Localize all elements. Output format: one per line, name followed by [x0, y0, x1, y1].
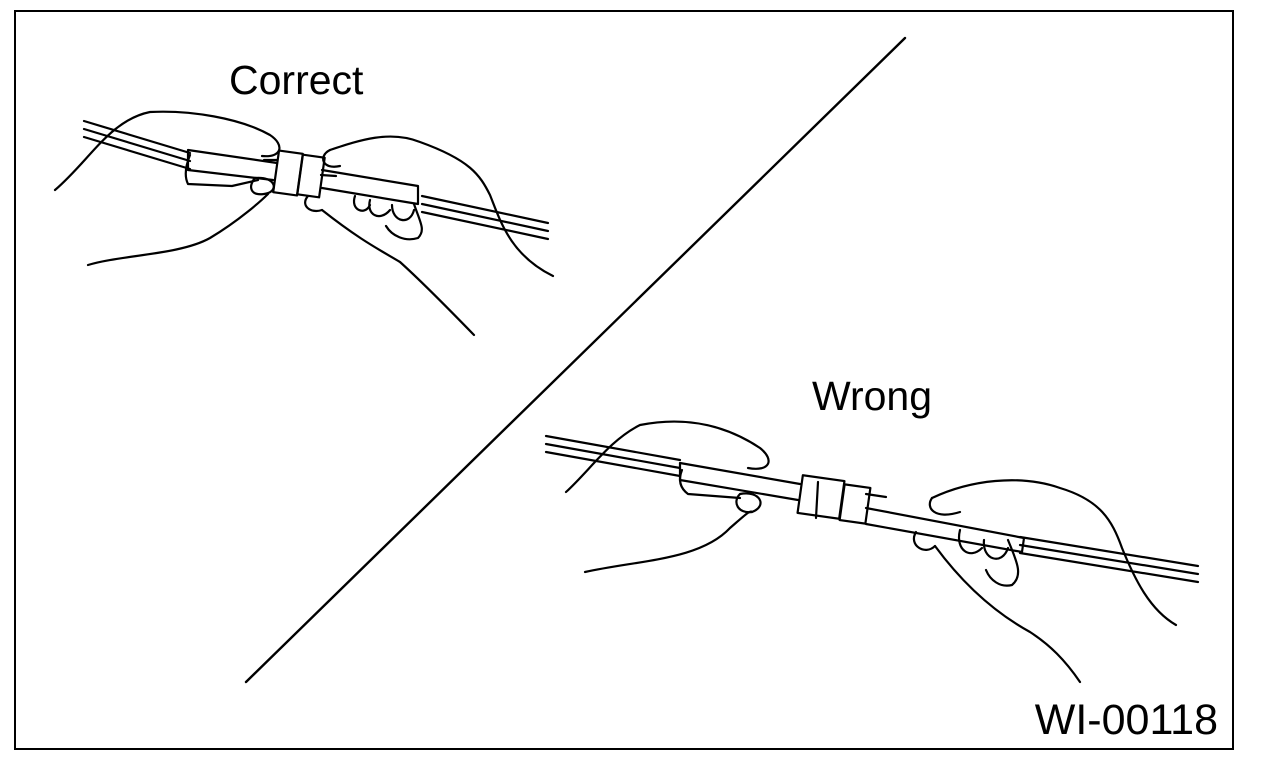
figure-code: WI-00118 — [1034, 696, 1218, 744]
correct-connector — [262, 149, 338, 199]
correct-right-hand — [304, 135, 555, 337]
wrong-illustration — [544, 420, 1200, 684]
wrong-connector — [796, 474, 888, 525]
correct-wire-harness — [82, 119, 550, 241]
figure-frame — [14, 10, 1234, 750]
divider-line — [244, 36, 907, 684]
wrong-label: Wrong — [812, 373, 933, 419]
correct-left-hand — [53, 110, 281, 267]
wrong-left-hand — [564, 420, 770, 574]
wrong-right-hand — [913, 479, 1178, 684]
correct-label: Correct — [229, 57, 364, 103]
correct-illustration — [53, 110, 555, 337]
wrong-wire-harness — [544, 434, 1200, 584]
